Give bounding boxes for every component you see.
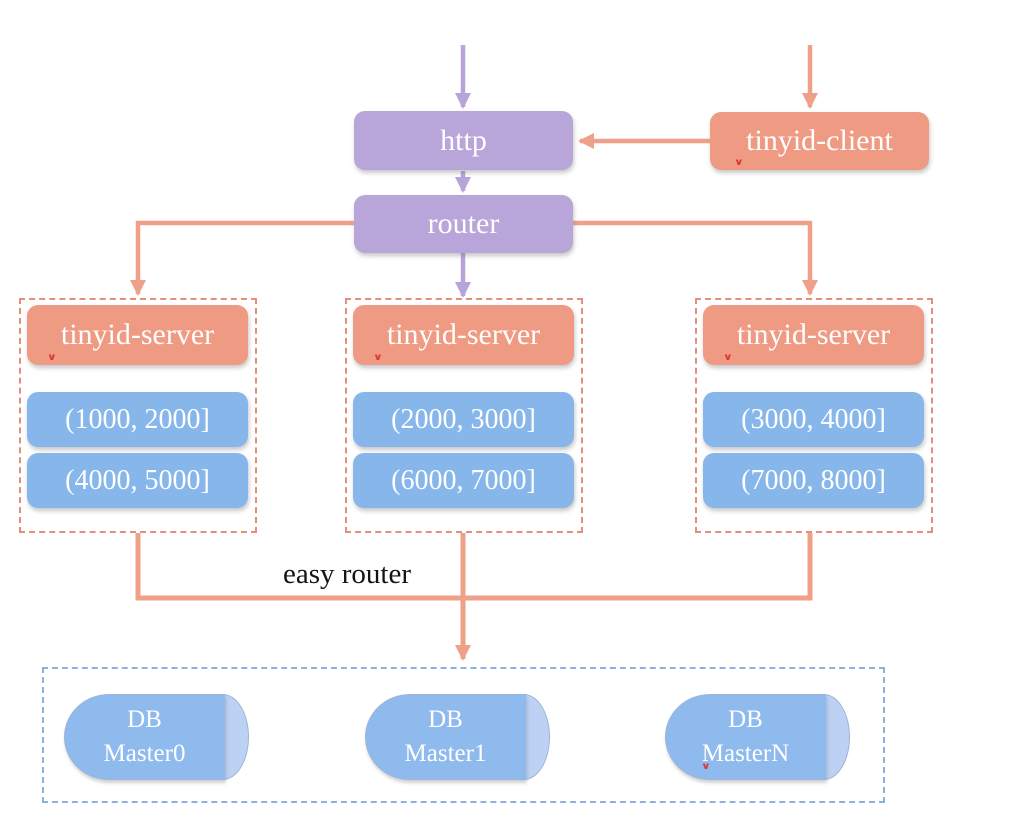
db-label-line2: Master1 [404, 740, 487, 767]
db-label: DB Master0 [64, 694, 225, 780]
http-label: http [440, 123, 487, 157]
spellcheck-mark: ∨ [373, 351, 383, 363]
tinyid-client-label: tinyid-client [746, 124, 893, 157]
tinyid-server-label: tinyid-server [736, 318, 891, 351]
node-http: http [354, 111, 573, 170]
range-label: (7000, 8000] [741, 464, 886, 496]
collector-line-servers [135, 533, 813, 601]
db-master-container: DB Master0 DB Master1 DB MasterN ∨ [42, 667, 885, 803]
cylinder-body [64, 694, 225, 780]
db-label-line2: Master0 [103, 740, 186, 767]
db-cylinder-masterN: DB MasterN ∨ [665, 694, 850, 780]
range-node: (2000, 3000] [353, 392, 574, 447]
spellcheck-mark: ∨ [723, 351, 733, 363]
node-router: router [354, 195, 573, 253]
router-label: router [427, 207, 500, 240]
server-group-2: tinyid-server ∨ (2000, 3000] (6000, 7000… [345, 298, 583, 533]
db-label: DB Master1 [365, 694, 526, 780]
db-label-line1: DB [127, 706, 162, 734]
server-group-3: tinyid-server ∨ (3000, 4000] (7000, 8000… [695, 298, 933, 533]
range-node: (6000, 7000] [353, 453, 574, 508]
tinyid-server-label: tinyid-server [386, 318, 541, 351]
cylinder-body [365, 694, 526, 780]
db-label-line1: DB [428, 706, 463, 734]
range-label: (3000, 4000] [741, 403, 886, 435]
range-node: (1000, 2000] [27, 392, 248, 447]
server-group-1: tinyid-server ∨ (1000, 2000] (4000, 5000… [19, 298, 257, 533]
range-label: (4000, 5000] [65, 464, 210, 496]
range-node: (7000, 8000] [703, 453, 924, 508]
range-label: (1000, 2000] [65, 403, 210, 435]
arrow-router-to-server3 [573, 220, 818, 296]
tinyid-server-label: tinyid-server [60, 318, 215, 351]
node-tinyid-server-1: tinyid-server ∨ [27, 305, 248, 365]
node-tinyid-server-2: tinyid-server ∨ [353, 305, 574, 365]
range-label: (2000, 3000] [391, 403, 536, 435]
db-label-line1: DB [728, 706, 763, 734]
spellcheck-mark: ∨ [47, 351, 57, 363]
db-label-line2: MasterN [701, 740, 790, 767]
spellcheck-mark: ∨ [701, 760, 711, 772]
cylinder-body [665, 694, 826, 780]
range-node: (3000, 4000] [703, 392, 924, 447]
easy-router-label: easy router [283, 558, 412, 590]
spellcheck-mark: ∨ [734, 156, 744, 168]
db-cylinder-master0: DB Master0 [64, 694, 249, 780]
range-label: (6000, 7000] [391, 464, 536, 496]
arrow-router-to-server1 [130, 220, 354, 296]
db-cylinder-master1: DB Master1 [365, 694, 550, 780]
node-tinyid-server-3: tinyid-server ∨ [703, 305, 924, 365]
db-label: DB MasterN [665, 694, 826, 780]
node-tinyid-client: tinyid-client ∨ [710, 112, 929, 170]
range-node: (4000, 5000] [27, 453, 248, 508]
